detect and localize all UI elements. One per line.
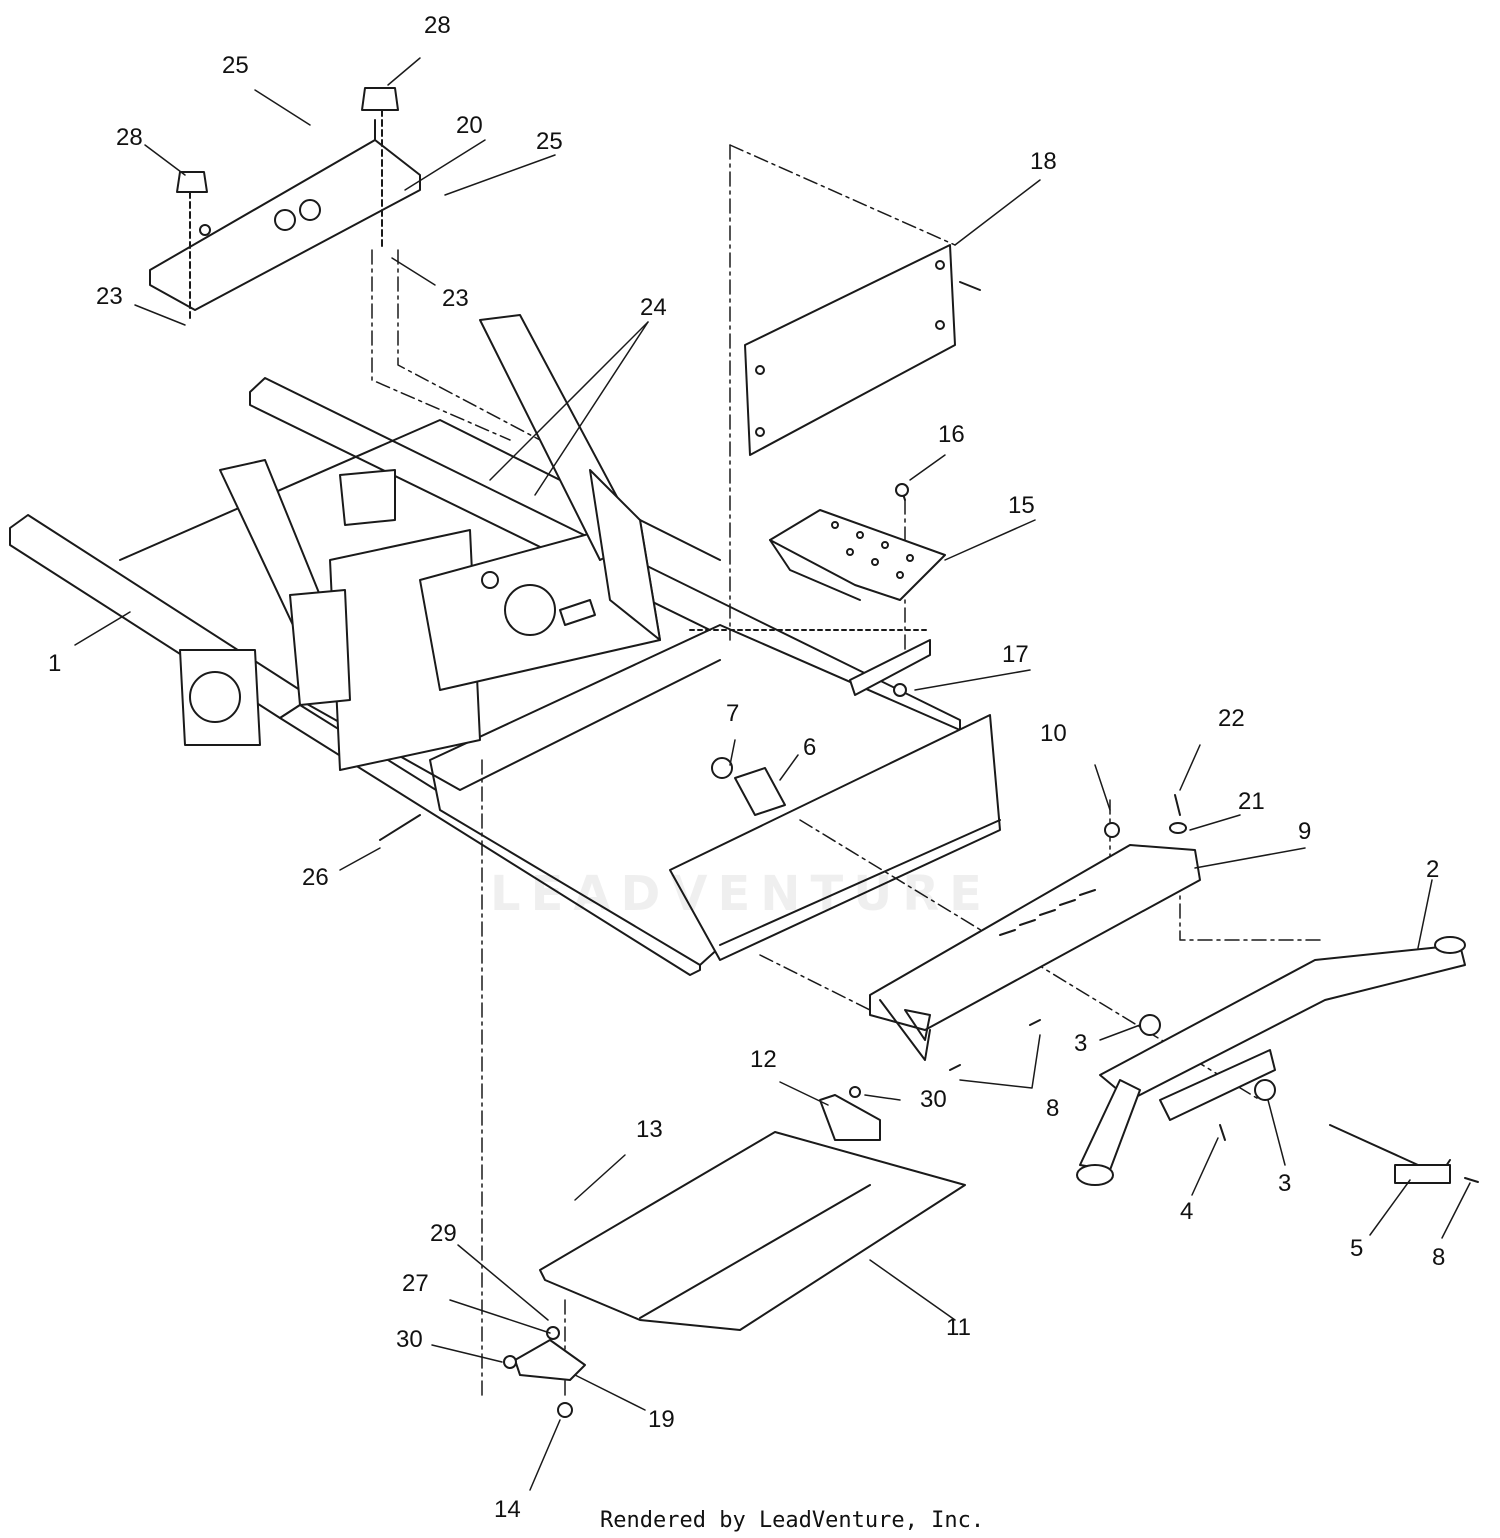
callout-26: 26 (302, 864, 329, 891)
callout-5: 5 (1350, 1235, 1364, 1262)
callout-3: 3 (1278, 1170, 1292, 1197)
callout-4: 4 (1180, 1198, 1194, 1225)
callout-11: 11 (946, 1314, 971, 1341)
callout-9: 9 (1298, 818, 1312, 845)
watermark: LEADVENTURE (490, 866, 992, 922)
callout-15: 15 (1008, 492, 1035, 519)
leader-lines (74, 57, 1471, 1491)
callout-30: 30 (396, 1326, 423, 1353)
upper-bracket (149, 87, 421, 321)
callout-2: 2 (1426, 856, 1440, 883)
callout-10: 10 (1040, 720, 1067, 747)
rear-panel (744, 244, 981, 456)
floor-pan (539, 1131, 966, 1331)
callout-17: 17 (1002, 641, 1029, 668)
callout-19: 19 (648, 1406, 675, 1433)
callout-23: 23 (96, 283, 123, 310)
callout-29: 29 (430, 1220, 457, 1247)
callout-13: 13 (636, 1116, 663, 1143)
callout-8: 8 (1046, 1095, 1060, 1122)
callout-1: 1 (48, 650, 62, 677)
callout-3: 3 (1074, 1030, 1088, 1057)
callout-27: 27 (402, 1270, 429, 1297)
callout-22: 22 (1218, 705, 1245, 732)
callout-30: 30 (920, 1086, 947, 1113)
callout-7: 7 (726, 700, 740, 727)
foot-rest (769, 483, 946, 601)
callout-23: 23 (442, 285, 469, 312)
callout-12: 12 (750, 1046, 777, 1073)
callout-28: 28 (424, 12, 451, 39)
callout-18: 18 (1030, 148, 1057, 175)
callout-20: 20 (456, 112, 483, 139)
front-axle (1076, 936, 1466, 1186)
callout-6: 6 (803, 734, 817, 761)
callout-25: 25 (536, 128, 563, 155)
callout-25: 25 (222, 52, 249, 79)
callout-28: 28 (116, 124, 143, 151)
callout-21: 21 (1238, 788, 1265, 815)
callout-14: 14 (494, 1496, 521, 1523)
callout-8: 8 (1432, 1244, 1446, 1271)
small-brackets (379, 683, 1479, 1418)
footer-credit: Rendered by LeadVenture, Inc. (600, 1508, 985, 1533)
front-cross-member (869, 844, 1201, 1061)
callout-16: 16 (938, 421, 965, 448)
chassis-plates (219, 314, 661, 771)
callout-24: 24 (640, 294, 667, 321)
